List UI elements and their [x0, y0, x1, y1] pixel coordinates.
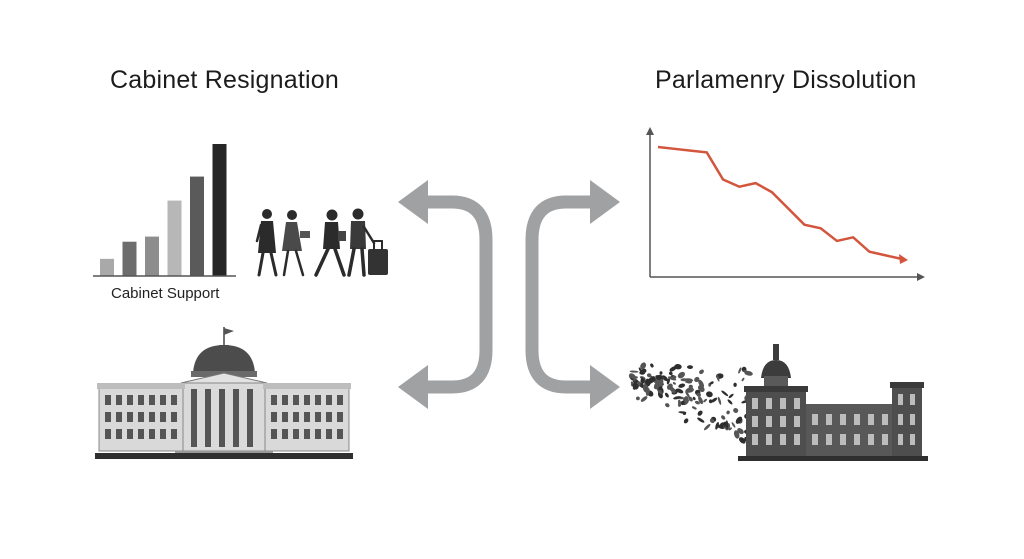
cabinet-resignation-title: Cabinet Resignation — [110, 66, 339, 94]
decline-series-arrowhead — [899, 254, 908, 264]
arrow-to-cabinet-top — [428, 195, 493, 394]
support-bar — [190, 176, 204, 276]
support-bar — [212, 144, 227, 276]
support-bar — [145, 236, 159, 276]
arrowhead-left-top — [398, 180, 428, 224]
capitol-building-icon — [95, 327, 353, 459]
support-bar — [167, 200, 182, 276]
cabinet-support-label: Cabinet Support — [111, 285, 220, 302]
support-bar — [100, 258, 114, 276]
arrowhead-right-bottom — [590, 365, 620, 409]
arrowhead-left-bottom — [398, 365, 428, 409]
arrowhead-right-top — [590, 180, 620, 224]
parliamentary-dissolution-title: Parlamenry Dissolution — [655, 66, 917, 94]
arrow-to-parliament-top — [525, 195, 590, 394]
decline-series-line — [657, 145, 903, 261]
crumbling-parliament-icon — [628, 344, 928, 461]
dissolution-line-chart — [646, 127, 925, 281]
people-walking-icon — [255, 208, 388, 277]
cabinet-support-bar-chart — [93, 144, 236, 277]
cycle-arrows — [398, 180, 620, 409]
support-bar — [122, 241, 137, 276]
